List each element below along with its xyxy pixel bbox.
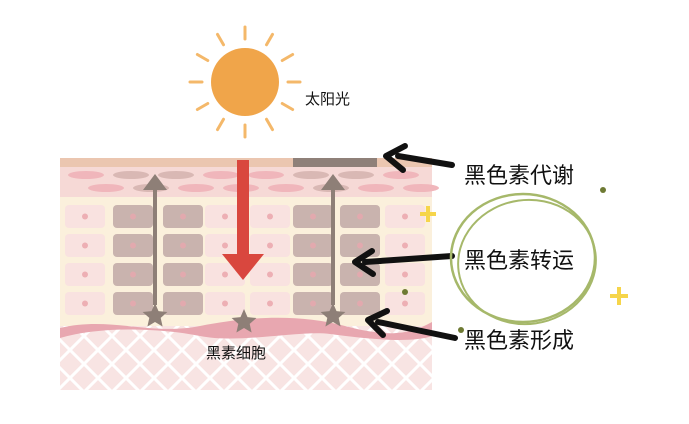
cell-nucleus	[267, 213, 273, 220]
cell-nucleus	[357, 300, 363, 307]
flat-cell	[293, 171, 329, 179]
sun-ray	[216, 32, 225, 47]
cell-nucleus	[310, 271, 316, 278]
cell-nucleus	[180, 213, 186, 220]
melanin-formation-label: 黑色素形成	[464, 329, 574, 354]
cell-nucleus	[402, 271, 408, 278]
flat-cell	[248, 171, 284, 179]
cell-nucleus	[310, 300, 316, 307]
cell-nucleus	[180, 271, 186, 278]
melanin-shed-strip	[293, 158, 377, 167]
flat-cell	[358, 184, 394, 192]
cell-nucleus	[222, 242, 228, 249]
cell-nucleus	[222, 271, 228, 278]
plus-sparkle-icon	[610, 287, 628, 305]
cell-nucleus	[267, 300, 273, 307]
cell-nucleus	[357, 213, 363, 220]
sun-icon	[188, 25, 302, 139]
cell-nucleus	[267, 271, 273, 278]
cell-nucleus	[82, 213, 88, 220]
cell-nucleus	[357, 271, 363, 278]
sun-ray	[280, 53, 295, 62]
melanin-transport-label: 黑色素转运	[464, 249, 574, 274]
flat-cell	[403, 184, 439, 192]
sun-ray	[195, 102, 210, 111]
cell-nucleus	[130, 242, 136, 249]
pointer-arrow-icon	[383, 143, 455, 173]
cell-nucleus	[402, 213, 408, 220]
cell-nucleus	[130, 271, 136, 278]
flat-cell-layer	[68, 171, 439, 192]
melanocyte-star-icon	[142, 303, 168, 327]
upward-transport-arrow-icon	[321, 174, 345, 305]
cell-nucleus	[402, 242, 408, 249]
decorative-dot	[402, 289, 408, 295]
cell-nucleus	[310, 242, 316, 249]
green-circle-doodle-icon	[449, 192, 597, 326]
melanin-metabolism-label: 黑色素代谢	[464, 164, 574, 189]
flat-cell	[268, 184, 304, 192]
cell-nucleus	[82, 271, 88, 278]
cell-nucleus	[357, 242, 363, 249]
cell-nucleus	[310, 213, 316, 220]
decorative-dot	[600, 187, 606, 193]
sun-ray	[280, 102, 295, 111]
flat-cell	[383, 171, 419, 179]
cell-nucleus	[180, 300, 186, 307]
cell-nucleus	[222, 300, 228, 307]
sun-ray	[265, 117, 274, 132]
cell-nucleus	[82, 242, 88, 249]
cell-nucleus	[130, 300, 136, 307]
cell-nucleus	[267, 242, 273, 249]
melanocyte-label: 黑素细胞	[206, 344, 266, 362]
flat-cell	[88, 184, 124, 192]
cell-nucleus	[402, 300, 408, 307]
flat-cell	[338, 171, 374, 179]
cell-nucleus	[222, 213, 228, 220]
plus-sparkle-icon	[420, 206, 436, 222]
sunlight-label: 太阳光	[305, 90, 350, 108]
sun-ray	[265, 32, 274, 47]
flat-cell	[178, 184, 214, 192]
pointer-arrow-icon	[365, 308, 458, 341]
flat-cell	[203, 171, 239, 179]
cell-nucleus	[82, 300, 88, 307]
melanocyte-star-icon	[320, 303, 346, 327]
sun-ray	[195, 53, 210, 62]
melanocyte-star-icon	[231, 309, 257, 333]
cell-nucleus	[180, 242, 186, 249]
decorative-dot	[458, 327, 464, 333]
sun-rays	[188, 25, 302, 139]
flat-cell	[113, 171, 149, 179]
melanocytes	[142, 303, 346, 333]
cell-nucleus	[130, 213, 136, 220]
flat-cell	[158, 171, 194, 179]
pointer-arrow-icon	[352, 248, 455, 277]
downward-red-arrow-icon	[222, 160, 264, 280]
upward-transport-arrow-icon	[143, 174, 167, 305]
sun-disc	[211, 48, 279, 116]
sun-ray	[216, 117, 225, 132]
flat-cell	[68, 171, 104, 179]
